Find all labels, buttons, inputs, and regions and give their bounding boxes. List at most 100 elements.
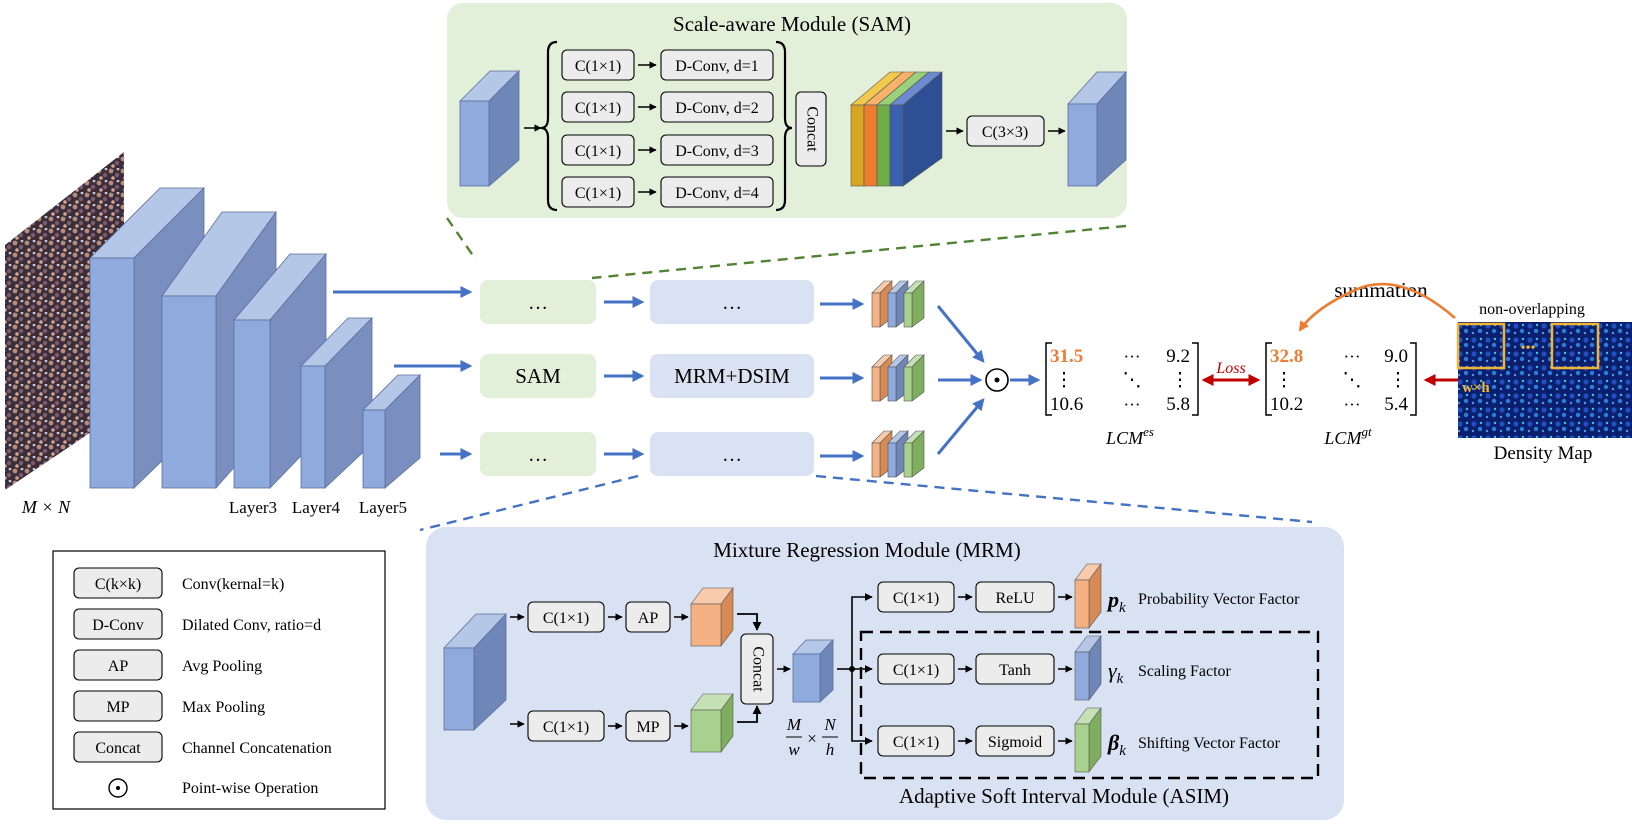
sam-branch-dconv-label: D-Conv, d=3 (675, 143, 759, 160)
sam-final-conv-box (966, 115, 1045, 147)
legend-item: AP Avg Pooling (73, 649, 262, 681)
row1-factor-cubes (871, 280, 925, 328)
input-size-label: M × N (21, 497, 71, 517)
sam-branch-conv (561, 134, 635, 166)
head-act-box (975, 653, 1055, 685)
sam-left-brace (540, 40, 558, 212)
mrm-mp-feature-cube (690, 693, 734, 753)
backbone-block-layer4 (300, 317, 373, 489)
lcm-es-dots-d: ⋱ (1123, 370, 1142, 391)
sam-output-cube (1067, 70, 1127, 187)
sam-branch-dconv (660, 91, 774, 123)
mrm-mp-box (625, 710, 671, 742)
lcm-gt-dots-v2: ⋮ (1389, 370, 1408, 391)
asim-box (859, 630, 1320, 780)
head-symbol: γk (1108, 658, 1124, 687)
legend-symbol: D-Conv (92, 617, 144, 634)
sam-branch-conv (561, 91, 635, 123)
feature-size-label: M w × N h (786, 715, 838, 759)
size-n: N (823, 715, 837, 734)
sam-branch-conv (561, 176, 635, 208)
sam-title: Scale-aware Module (SAM) (673, 12, 911, 36)
window-size-label: w×h (1462, 380, 1490, 396)
row1-regressor-box (650, 280, 814, 324)
legend-symbol: Concat (95, 740, 141, 757)
sam-final-conv-label: C(3×3) (982, 124, 1028, 141)
window-box-1 (1456, 322, 1506, 370)
row2-module-box (480, 354, 596, 398)
sam-branch-2: C(1×1) D-Conv, d=2 (561, 91, 774, 123)
head-conv-label: C(1×1) (893, 662, 939, 679)
size-h: h (826, 740, 835, 759)
row2-factor-cubes (871, 354, 925, 402)
legend-desc: Dilated Conv, ratio=d (182, 617, 321, 634)
mrm-input-cube (443, 612, 507, 731)
non-overlapping-label: non-overlapping (1479, 301, 1585, 318)
loss-label: Loss (1215, 360, 1245, 377)
sam-branch-dconv (660, 134, 774, 166)
sam-branch-conv-label: C(1×1) (575, 100, 621, 117)
head-act-label: ReLU (995, 590, 1035, 607)
head-act-label: Sigmoid (988, 734, 1042, 751)
mrm-top-conv-label: C(1×1) (543, 610, 589, 627)
legend-desc: Point-wise Operation (182, 780, 318, 797)
lcm-es-bottom-right: 5.8 (1166, 394, 1190, 415)
legend-symbol: MP (106, 699, 129, 716)
lcm-es-bottom-left: 10.6 (1050, 394, 1083, 415)
sam-concat-label: Concat (803, 106, 820, 152)
head-conv-box (877, 653, 955, 685)
row3-factor-cubes (871, 430, 925, 478)
mrm-fused-feature-cube (792, 638, 834, 703)
lcm-es-top-right: 9.2 (1166, 346, 1190, 367)
backbone-block-layer5 (362, 374, 421, 489)
mrm-bottom-conv-box (527, 710, 605, 742)
layer5-label: Layer5 (359, 498, 407, 517)
asim-caption: Adaptive Soft Interval Module (ASIM) (899, 784, 1229, 808)
mrm-title: Mixture Regression Module (MRM) (713, 538, 1020, 562)
mrm-top-conv-box (527, 601, 605, 633)
sam-branch-4: C(1×1) D-Conv, d=4 (561, 176, 774, 208)
lcm-gt-dots-h2: ··· (1344, 395, 1361, 414)
size-times: × (807, 729, 817, 748)
sam-branch-dconv (660, 49, 774, 81)
sam-branch-dconv (660, 176, 774, 208)
window-ellipsis: ••• (1521, 341, 1536, 356)
mrm-head-shifting: C(1×1) Sigmoid βk Shifting Vector Factor (877, 707, 1281, 773)
density-map-caption: Density Map (1494, 443, 1593, 464)
pointwise-operator-icon (108, 778, 128, 798)
row3-module-box (480, 432, 596, 476)
sam-zoom-line-right (591, 224, 1127, 280)
window-box-2 (1550, 322, 1600, 370)
mrm-mp-label: MP (636, 719, 659, 736)
mrm-panel: Mixture Regression Module (MRM) C(1×1) A… (426, 527, 1344, 820)
sam-branch-3: C(1×1) D-Conv, d=3 (561, 134, 774, 166)
legend-desc: Conv(kernal=k) (182, 576, 284, 593)
head-act-box (975, 725, 1055, 757)
sam-branch-conv (561, 49, 635, 81)
mrm-zoom-line-right (815, 474, 1313, 524)
head-desc: Shifting Vector Factor (1138, 735, 1281, 752)
lcm-gt-dots-h1: ··· (1344, 347, 1361, 366)
mrm-zoom-line-left (419, 474, 639, 532)
legend-item: C(k×k) Conv(kernal=k) (73, 567, 284, 599)
summation-arrow (1298, 282, 1456, 332)
lcm-gt-matrix: 32.8 ··· 9.0 ⋮ ⋱ ⋮ 10.2 ··· 5.4 (1265, 342, 1417, 416)
backbone (89, 187, 421, 490)
legend-item: MP Max Pooling (73, 690, 265, 722)
legend-symbol: C(k×k) (95, 576, 141, 593)
lcm-gt-bottom-right: 5.4 (1384, 394, 1408, 415)
sam-right-brace (775, 40, 793, 212)
head-conv-box (877, 725, 955, 757)
head-conv-box (877, 581, 955, 613)
head-desc: Probability Vector Factor (1138, 591, 1300, 608)
lcm-gt-top-left: 32.8 (1270, 346, 1303, 367)
sam-branch-conv-label: C(1×1) (575, 143, 621, 160)
lcm-gt-dots-v1: ⋮ (1275, 370, 1294, 391)
lcm-es-label: LCMes (1105, 424, 1154, 448)
head-conv-label: C(1×1) (893, 734, 939, 751)
lcm-es-matrix: 31.5 ··· 9.2 ⋮ ⋱ ⋮ 10.6 ··· 5.8 (1045, 342, 1199, 416)
mrm-concat-box (740, 633, 774, 705)
legend-item: Concat Channel Concatenation (73, 731, 332, 763)
mrm-bottom-conv-label: C(1×1) (543, 719, 589, 736)
